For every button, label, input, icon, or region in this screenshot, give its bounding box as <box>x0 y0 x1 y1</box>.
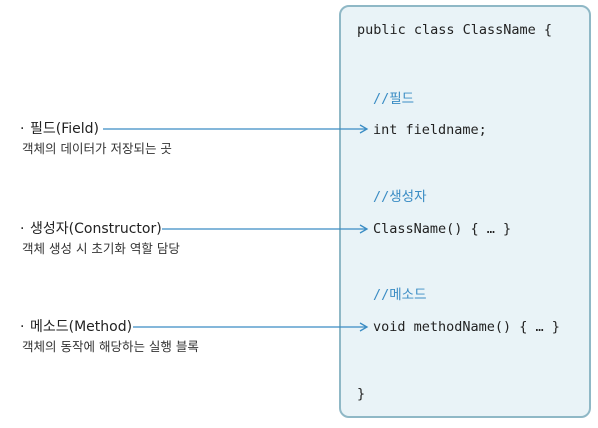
method-label: · 메소드(Method) 객체의 동작에 해당하는 실행 블록 <box>20 317 199 357</box>
bullet-icon: · <box>20 221 25 237</box>
constructor-label: · 생성자(Constructor) 객체 생성 시 초기화 역할 담당 <box>20 219 180 259</box>
method-comment: //메소드 <box>373 287 427 303</box>
class-code-box <box>339 5 591 418</box>
constructor-comment: //생성자 <box>373 189 427 205</box>
class-declaration: public class ClassName { <box>357 22 553 38</box>
method-code: void methodName() { … } <box>373 319 560 335</box>
field-title: 필드(Field) <box>30 121 99 137</box>
method-title: 메소드(Method) <box>30 319 133 335</box>
field-code: int fieldname; <box>373 122 487 138</box>
class-closing-brace: } <box>357 386 366 402</box>
constructor-title: 생성자(Constructor) <box>30 221 162 237</box>
constructor-arrowhead-icon <box>359 224 369 234</box>
field-label: · 필드(Field) 객체의 데이터가 저장되는 곳 <box>20 119 172 159</box>
bullet-icon: · <box>20 319 25 335</box>
constructor-description: 객체 생성 시 초기화 역할 담당 <box>22 241 180 256</box>
field-comment: //필드 <box>373 91 415 107</box>
bullet-icon: · <box>20 121 25 137</box>
field-arrowhead-icon <box>359 124 369 134</box>
field-description: 객체의 데이터가 저장되는 곳 <box>22 141 172 156</box>
constructor-code: ClassName() { … } <box>373 221 512 237</box>
method-arrowhead-icon <box>359 322 369 332</box>
method-description: 객체의 동작에 해당하는 실행 블록 <box>22 339 199 354</box>
